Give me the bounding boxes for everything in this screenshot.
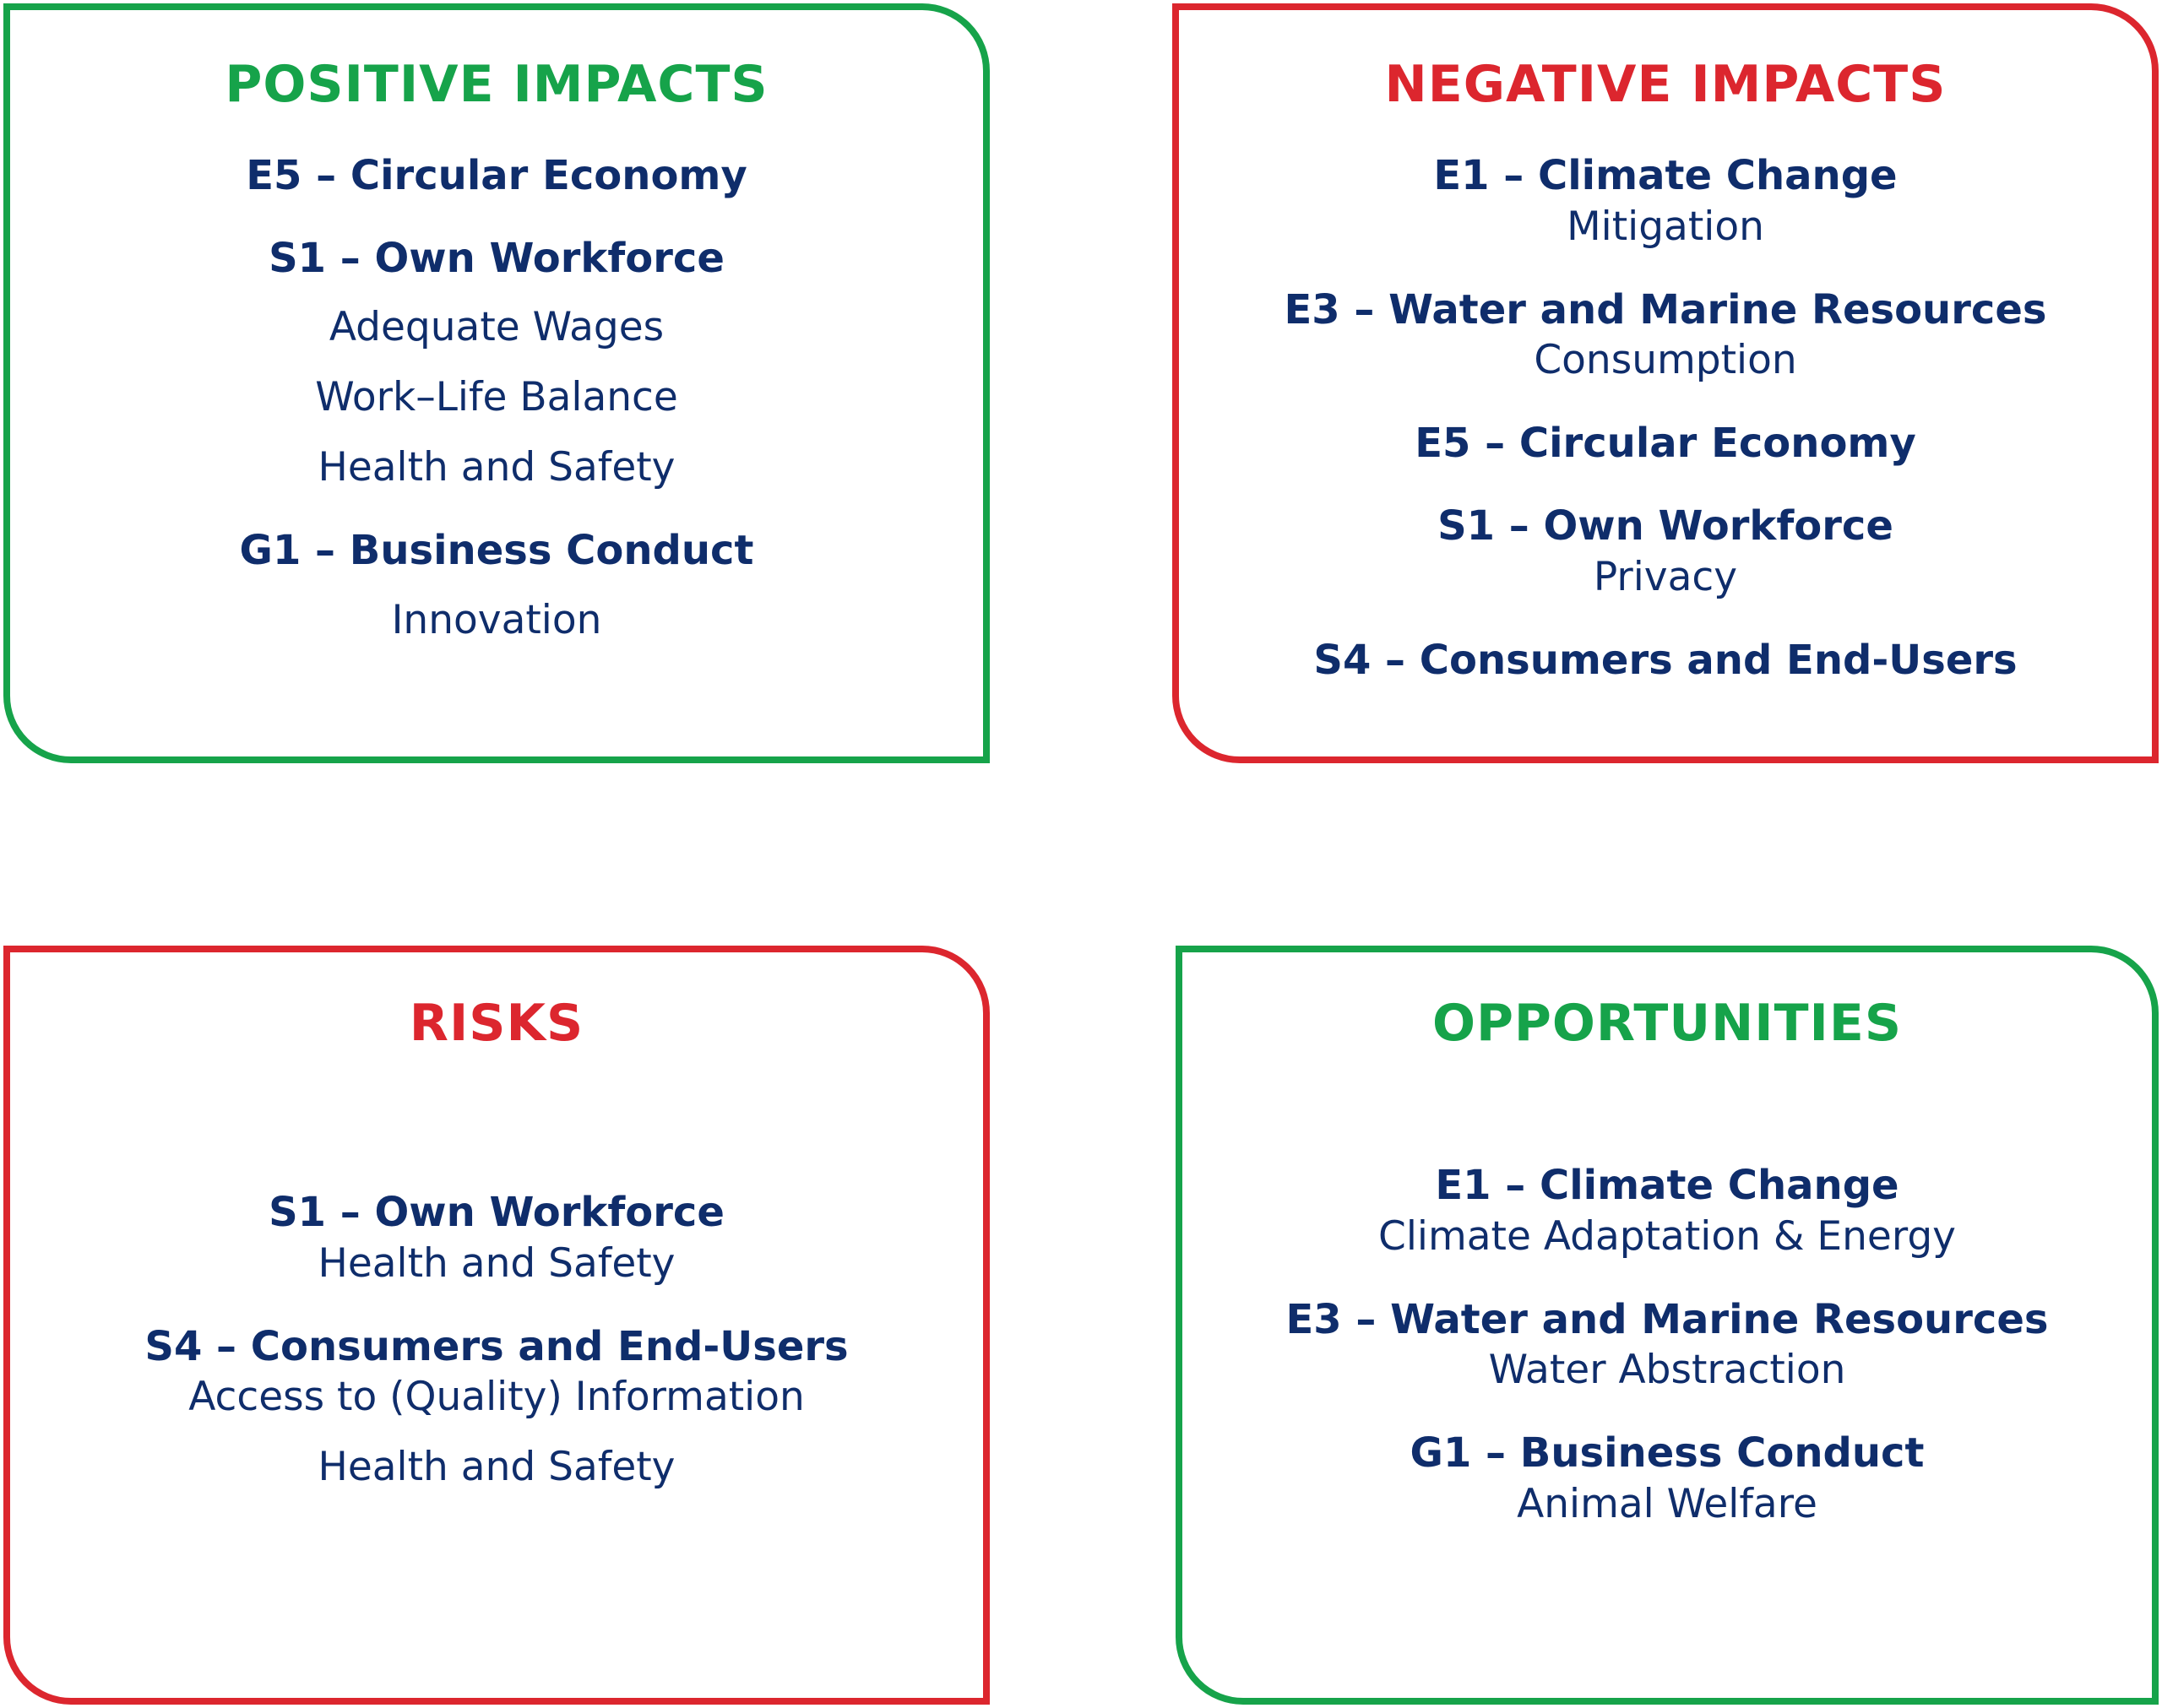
group-heading: S4 – Consumers and End-Users [144, 1322, 849, 1370]
positive-impacts-title: POSITIVE IMPACTS [225, 55, 769, 114]
group-item: Mitigation [1567, 203, 1764, 250]
negative-group-e1: E1 – Climate Change Mitigation [1433, 152, 1897, 252]
group-item: Privacy [1593, 553, 1738, 600]
negative-group-s1: S1 – Own Workforce Privacy [1437, 502, 1893, 603]
risks-group-s4: S4 – Consumers and End-Users Access to (… [144, 1323, 848, 1494]
group-item: Health and Safety [318, 1239, 676, 1287]
risks-title: RISKS [409, 994, 584, 1053]
opportunities-card: OPPORTUNITIES E1 – Climate Change Climat… [1176, 946, 2159, 1705]
positive-group-s1: S1 – Own Workforce Adequate Wages Work–L… [269, 235, 725, 494]
group-item: Climate Adaptation & Energy [1378, 1212, 1956, 1260]
negative-group-e3: E3 – Water and Marine Resources Consumpt… [1285, 286, 2047, 387]
opportunities-group-e3: E3 – Water and Marine Resources Water Ab… [1286, 1296, 2049, 1396]
group-item: Access to (Quality) Information [188, 1374, 805, 1421]
group-item: Innovation [391, 597, 602, 644]
group-item: Health and Safety [318, 444, 676, 491]
opportunities-title: OPPORTUNITIES [1431, 994, 1903, 1053]
negative-impacts-title: NEGATIVE IMPACTS [1384, 55, 1947, 114]
positive-impacts-card: POSITIVE IMPACTS E5 – Circular Economy S… [3, 3, 990, 763]
positive-group-g1: G1 – Business Conduct Innovation [240, 527, 754, 646]
group-heading: E1 – Climate Change [1435, 1162, 1899, 1209]
group-item: Work–Life Balance [315, 374, 678, 421]
group-heading: S1 – Own Workforce [269, 234, 725, 282]
risks-card: RISKS S1 – Own Workforce Health and Safe… [3, 946, 990, 1705]
group-heading: E1 – Climate Change [1433, 152, 1898, 199]
negative-impacts-card: NEGATIVE IMPACTS E1 – Climate Change Mit… [1172, 3, 2159, 763]
group-heading: E3 – Water and Marine Resources [1284, 285, 2047, 333]
group-heading: G1 – Business Conduct [239, 527, 754, 575]
group-item: Adequate Wages [329, 304, 665, 351]
negative-group-e5: E5 – Circular Economy [1415, 420, 1915, 469]
group-heading: S1 – Own Workforce [1437, 502, 1893, 550]
group-item: Health and Safety [318, 1444, 676, 1491]
negative-group-s4: S4 – Consumers and End-Users [1313, 637, 2017, 686]
opportunities-group-e1: E1 – Climate Change Climate Adaptation &… [1378, 1162, 1956, 1262]
group-heading: E5 – Circular Economy [246, 152, 747, 199]
group-heading: E3 – Water and Marine Resources [1285, 1295, 2049, 1343]
group-heading: S1 – Own Workforce [269, 1189, 725, 1236]
group-item: Animal Welfare [1517, 1480, 1817, 1527]
group-heading: E5 – Circular Economy [1415, 420, 1916, 468]
group-heading: S4 – Consumers and End-Users [1313, 636, 2018, 684]
group-item: Consumption [1534, 337, 1797, 384]
opportunities-group-g1: G1 – Business Conduct Animal Welfare [1410, 1429, 1925, 1530]
positive-group-e5: E5 – Circular Economy [246, 152, 747, 201]
group-heading: G1 – Business Conduct [1410, 1429, 1925, 1478]
group-item: Water Abstraction [1488, 1347, 1846, 1394]
risks-group-s1: S1 – Own Workforce Health and Safety [269, 1189, 725, 1289]
